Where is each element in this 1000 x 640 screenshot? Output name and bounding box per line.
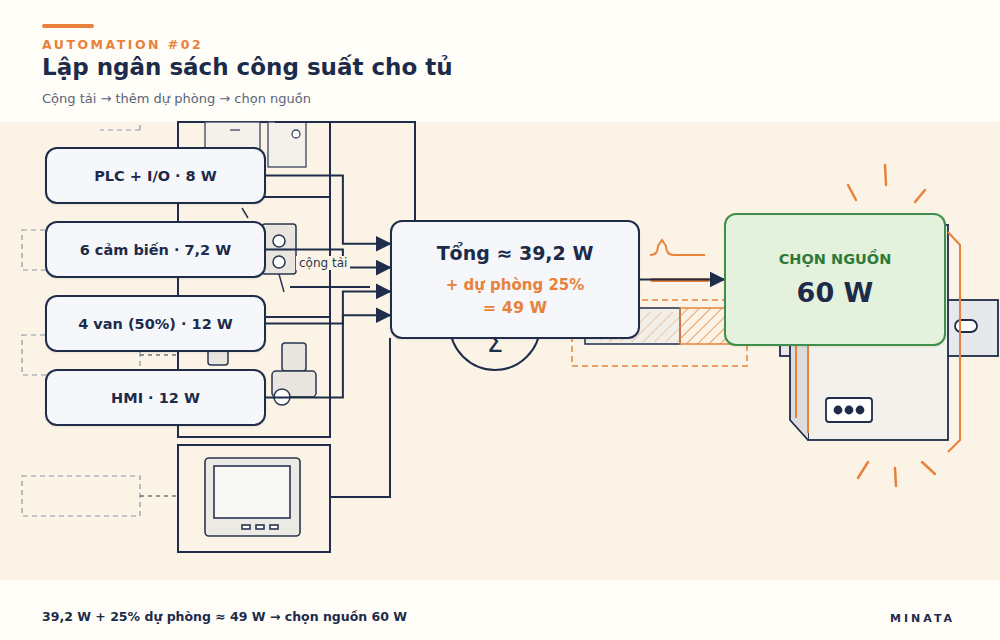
- title: Lập ngân sách công suất cho tủ: [42, 54, 453, 80]
- load-box: PLC + I/O · 8 W: [45, 147, 266, 204]
- connector: [266, 315, 390, 397]
- box-value: + dự phòng 25%: [446, 276, 585, 294]
- box-heading: Tổng ≈ 39,2 W: [437, 242, 594, 264]
- brand-mark: MINATA: [890, 612, 955, 625]
- power-supply-box: CHỌN NGUỒN 60 W: [724, 213, 946, 346]
- load-box: 6 cảm biến · 7,2 W: [45, 221, 266, 278]
- box-heading: PLC + I/O · 8 W: [94, 168, 217, 184]
- connector: [266, 291, 390, 323]
- box-heading: CHỌN NGUỒN: [779, 251, 892, 267]
- connector: [266, 176, 390, 244]
- box-value: = 49 W: [483, 298, 547, 317]
- load-box: HMI · 12 W: [45, 369, 266, 426]
- connector-label: cộng tải: [296, 256, 350, 270]
- connector: [640, 279, 724, 281]
- total-box: Tổng ≈ 39,2 W + dự phòng 25% = 49 W: [390, 220, 640, 339]
- subtitle: Cộng tải → thêm dự phòng → chọn nguồn: [42, 91, 311, 106]
- box-value: 60 W: [797, 277, 874, 308]
- series-tag: AUTOMATION #02: [42, 37, 203, 52]
- caption: 39,2 W + 25% dự phòng ≈ 49 W → chọn nguồ…: [42, 609, 407, 624]
- box-heading: 4 van (50%) · 12 W: [78, 316, 233, 332]
- box-heading: 6 cảm biến · 7,2 W: [80, 242, 232, 258]
- box-heading: HMI · 12 W: [111, 390, 200, 406]
- load-box: 4 van (50%) · 12 W: [45, 295, 266, 352]
